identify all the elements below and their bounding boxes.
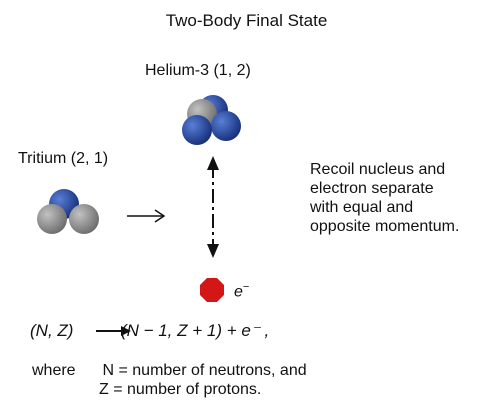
where-word: where (32, 362, 76, 379)
electron-charge: − (242, 281, 250, 293)
tritium-neutron-left (37, 204, 67, 234)
equation-lhs: (N, Z) (30, 321, 74, 340)
definition-neutrons: where N = number of neutrons, and (32, 362, 307, 380)
caption-line: electron separate (310, 180, 434, 197)
protons-definition: Z = number of protons. (99, 381, 262, 398)
electron-label: e− (234, 281, 249, 301)
momentum-arrow (207, 156, 219, 258)
caption-line: opposite momentum. (310, 218, 460, 235)
electron-icon (200, 278, 224, 302)
tritium-nucleus (37, 189, 99, 234)
decay-equation: (N, Z) (N − 1, Z + 1) + e⁻ , (30, 321, 269, 341)
equation-rhs: (N − 1, Z + 1) + e⁻ , (120, 321, 270, 340)
tritium-label: Tritium (2, 1) (18, 150, 109, 167)
caption-line: with equal and (310, 199, 414, 216)
caption: Recoil nucleus and electron separate wit… (310, 160, 459, 236)
neutrons-definition: N = number of neutrons, and (102, 362, 307, 379)
electron-symbol: e (234, 283, 243, 301)
he3-proton-front (211, 111, 241, 141)
equation-arrow (96, 326, 131, 336)
decay-arrow (127, 209, 166, 223)
tritium-neutron-right (69, 204, 99, 234)
he3-proton-left (182, 115, 212, 145)
helium3-nucleus (182, 95, 241, 145)
helium3-label: Helium-3 (1, 2) (145, 62, 251, 79)
diagram-title: Two-Body Final State (165, 11, 328, 30)
caption-line: Recoil nucleus and (310, 161, 446, 178)
